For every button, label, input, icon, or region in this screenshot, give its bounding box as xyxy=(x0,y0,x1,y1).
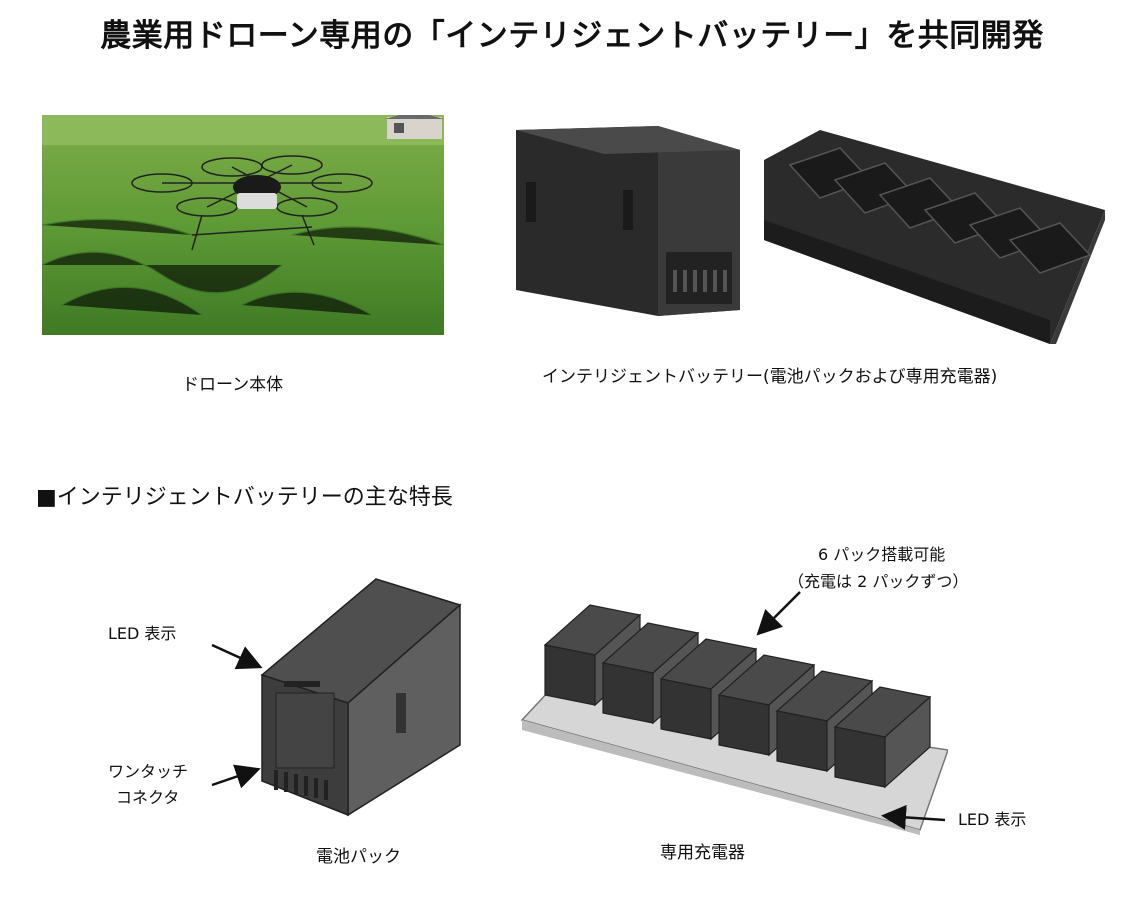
battery-pack-diagram xyxy=(260,578,462,817)
charger-caption: 専用充電器 xyxy=(660,843,745,863)
capacity-label-line1: 6 パック搭載可能 xyxy=(818,545,946,564)
drone-caption: ドローン本体 xyxy=(182,375,284,395)
led-pack-label: LED 表示 xyxy=(108,624,177,643)
charger-photo xyxy=(764,130,1105,344)
connector-arrow xyxy=(211,764,261,789)
drone-photo xyxy=(42,115,444,335)
section-heading: ■インテリジェントバッテリーの主な特長 xyxy=(36,485,453,510)
connector-label-line1: ワンタッチ xyxy=(108,762,189,781)
page-title: 農業用ドローン専用の「インテリジェントバッテリー」を共同開発 xyxy=(100,18,1044,54)
led-pack-arrow xyxy=(211,643,263,670)
charger-diagram xyxy=(520,604,948,835)
capacity-arrow xyxy=(756,591,801,636)
led-charger-arrow xyxy=(881,804,946,830)
led-charger-label: LED 表示 xyxy=(958,810,1027,829)
connector-label-line2: コネクタ xyxy=(116,788,180,807)
battery-pack-caption: 電池パック xyxy=(316,847,401,867)
battery-box-photo xyxy=(516,126,740,316)
capacity-label-line2: （充電は 2 パックずつ） xyxy=(788,572,969,591)
battery-set-caption: インテリジェントバッテリー(電池パックおよび専用充電器) xyxy=(542,367,998,387)
